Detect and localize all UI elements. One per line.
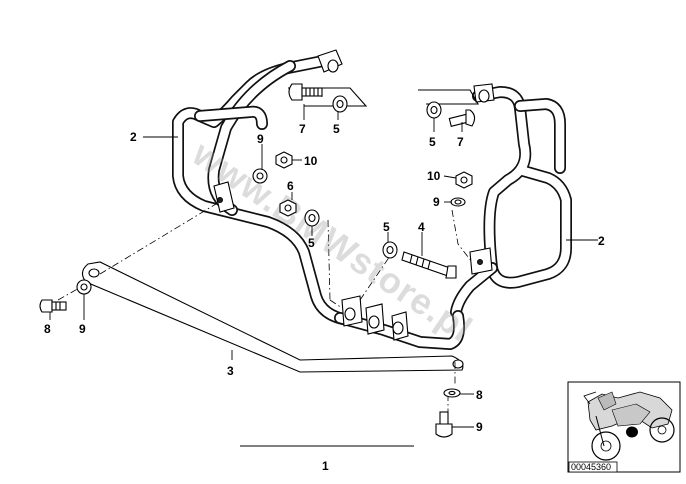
callout-4: 4 <box>418 220 425 234</box>
right-crash-bar <box>450 83 572 318</box>
callout-8-right: 8 <box>476 388 483 402</box>
callout-2-left: 2 <box>130 130 137 144</box>
callout-8-left: 8 <box>44 322 51 336</box>
callout-5-mid-left: 5 <box>308 236 315 250</box>
callout-5-top-right: 5 <box>429 135 436 149</box>
lower-bar-assembly <box>334 295 465 350</box>
right-mid-hardware <box>450 171 473 207</box>
top-right-hardware <box>418 89 479 127</box>
callout-3: 3 <box>227 364 234 378</box>
leader-lines <box>49 104 598 428</box>
callout-9-left: 9 <box>79 322 86 336</box>
callout-9-bottom: 9 <box>476 420 483 434</box>
left-mid-hardware <box>252 151 320 227</box>
centre-bolt-hardware <box>382 241 457 279</box>
callout-labels: 1 2 2 3 4 5 5 5 5 6 7 7 8 8 9 9 9 9 10 1… <box>44 122 605 473</box>
motorcycle-silhouette <box>583 391 675 461</box>
callout-1: 1 <box>322 459 329 473</box>
callout-9-upper: 9 <box>257 132 264 146</box>
callout-7-right: 7 <box>457 135 464 149</box>
callout-5-mid-right: 5 <box>383 220 390 234</box>
callout-2-right: 2 <box>598 234 605 248</box>
left-crash-bar <box>172 49 354 326</box>
callout-10-left: 10 <box>304 154 318 168</box>
callout-5-top-left: 5 <box>333 122 340 136</box>
callout-9-right-upper: 9 <box>433 195 440 209</box>
bottom-left-hardware <box>39 279 92 313</box>
top-left-hardware <box>288 83 368 113</box>
callout-7-left: 7 <box>299 122 306 136</box>
callout-6: 6 <box>287 179 294 193</box>
connecting-bar <box>81 261 464 373</box>
bottom-right-hardware <box>435 388 461 438</box>
thumbnail-reference-number: 00045360 <box>571 462 611 472</box>
crash-bar-location-marker <box>626 426 638 438</box>
callout-10-right: 10 <box>427 169 441 183</box>
motorcycle-thumbnail: 00045360 <box>567 381 681 473</box>
